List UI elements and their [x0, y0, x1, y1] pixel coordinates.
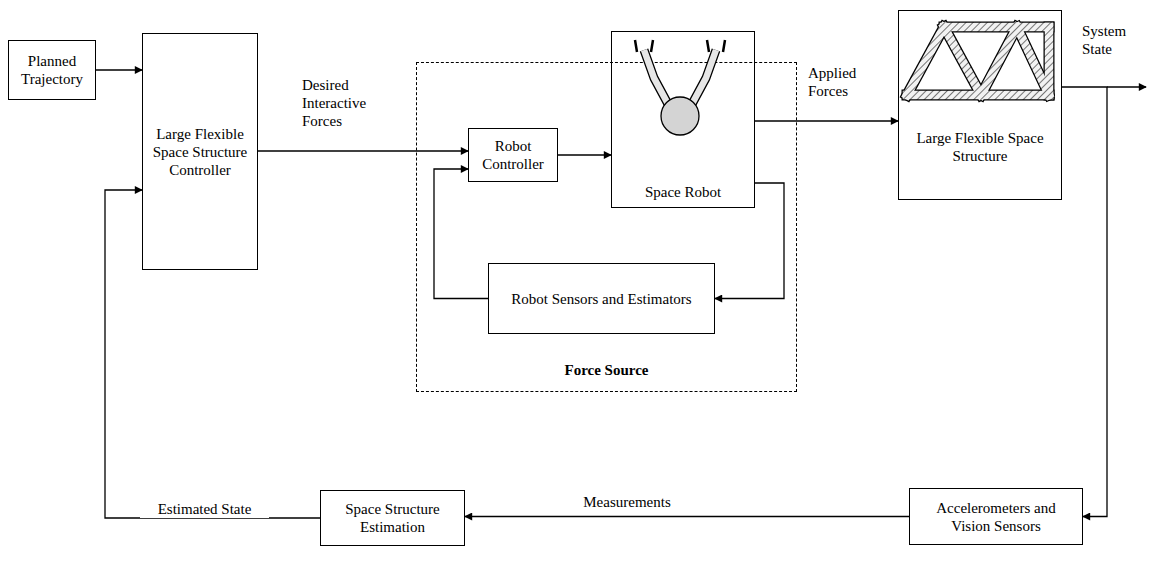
- signal-label: Measurements: [555, 493, 699, 511]
- signal-arrow: [465, 516, 909, 517]
- output-arrow: [1107, 86, 1146, 87]
- block-box: Large Flexible Space Structure: [898, 10, 1062, 200]
- block-box: Large Flexible Space Structure Controlle…: [142, 33, 258, 270]
- group-title: Force Source: [417, 361, 796, 379]
- block-box: Accelerometers and Vision Sensors: [909, 488, 1083, 545]
- truss-illustration: [899, 11, 1055, 201]
- block-box: Space Robot: [611, 31, 755, 208]
- signal-arrow: [755, 120, 898, 121]
- group-box: Force Source Robot ControllerSpace RobotR…: [416, 62, 797, 392]
- signal-arrow: [434, 169, 488, 299]
- signal-arrow: [558, 154, 611, 155]
- signal-arrow: [715, 183, 784, 299]
- signal-arrow: [105, 190, 320, 518]
- robot-illustration: [612, 32, 748, 209]
- block-label: Accelerometers and Vision Sensors: [916, 499, 1076, 535]
- signal-label: Estimated State: [140, 500, 269, 518]
- signal-label: System State: [1080, 22, 1146, 58]
- block-label: Space Structure Estimation: [327, 500, 458, 536]
- block-label: Robot Controller: [475, 137, 551, 173]
- block-label: Space Robot: [645, 183, 721, 201]
- block-box: Planned Trajectory: [8, 40, 96, 100]
- signal-arrow: [258, 150, 468, 151]
- block-label: Large Flexible Space Structure: [905, 129, 1055, 165]
- signal-arrow: [1062, 87, 1107, 517]
- signal-label: Applied Forces: [806, 64, 874, 100]
- block-box: Robot Sensors and Estimators: [488, 263, 715, 334]
- block-box: Robot Controller: [468, 128, 558, 182]
- signal-label: Desired Interactive Forces: [300, 76, 399, 130]
- block-label: Large Flexible Space Structure Controlle…: [149, 125, 251, 179]
- block-box: Space Structure Estimation: [320, 490, 465, 546]
- block-label: Planned Trajectory: [15, 52, 89, 88]
- signal-arrow: [96, 69, 142, 70]
- block-label: Robot Sensors and Estimators: [511, 290, 691, 308]
